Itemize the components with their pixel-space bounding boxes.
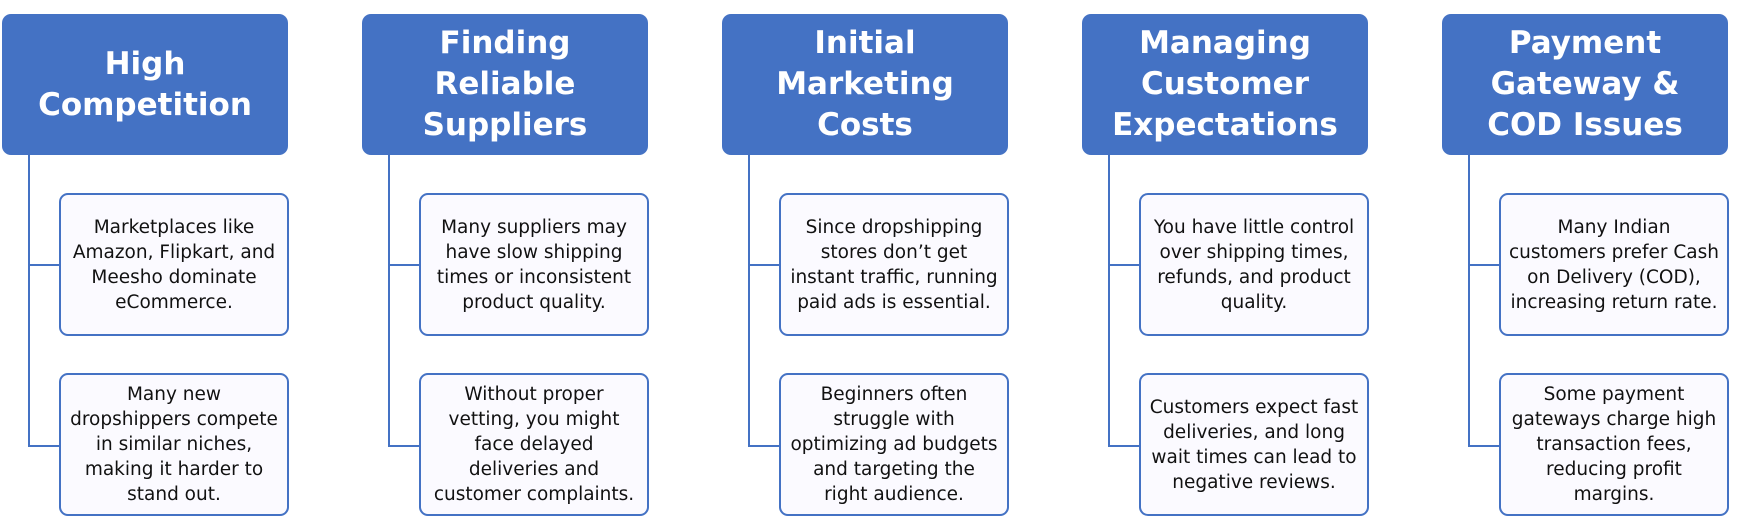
point-card: Beginners often struggle with optimizing… [779, 373, 1009, 516]
header-initial-marketing-costs: Initial Marketing Costs [722, 14, 1008, 155]
connector-branch [1108, 264, 1140, 266]
point-text: Many new dropshippers compete in similar… [70, 384, 278, 505]
connector-branch [1468, 264, 1500, 266]
point-text: Customers expect fast deliveries, and lo… [1149, 396, 1359, 493]
column-managing-customer-expectations: Managing Customer Expectations You have … [1080, 0, 1380, 529]
header-high-competition: High Competition [2, 14, 288, 155]
column-payment-gateway-cod-issues: Payment Gateway & COD Issues Many Indian… [1440, 0, 1738, 529]
point-text: Since dropshipping stores don’t get inst… [790, 216, 998, 313]
point-card: Without proper vetting, you might face d… [419, 373, 649, 516]
connector-branch [28, 445, 60, 447]
connector-line [28, 155, 30, 447]
point-text: Without proper vetting, you might face d… [433, 384, 635, 505]
header-title: Payment Gateway & COD Issues [1487, 25, 1683, 143]
point-card: Since dropshipping stores don’t get inst… [779, 193, 1009, 336]
connector-line [1108, 155, 1110, 447]
point-text: Many suppliers may have slow shipping ti… [436, 216, 632, 313]
point-text: Some payment gateways charge high transa… [1511, 384, 1717, 505]
connector-branch [388, 445, 420, 447]
column-high-competition: High Competition Marketplaces like Amazo… [0, 0, 300, 529]
header-title: Managing Customer Expectations [1112, 25, 1338, 143]
point-text: Beginners often struggle with optimizing… [790, 384, 998, 505]
point-card: Many Indian customers prefer Cash on Del… [1499, 193, 1729, 336]
header-title: Finding Reliable Suppliers [422, 25, 588, 143]
connector-branch [28, 264, 60, 266]
connector-branch [1108, 445, 1140, 447]
point-text: Marketplaces like Amazon, Flipkart, and … [72, 216, 276, 313]
header-managing-customer-expectations: Managing Customer Expectations [1082, 14, 1368, 155]
point-card: Some payment gateways charge high transa… [1499, 373, 1729, 516]
connector-branch [748, 264, 780, 266]
connector-line [388, 155, 390, 447]
point-card: Many new dropshippers compete in similar… [59, 373, 289, 516]
column-finding-reliable-suppliers: Finding Reliable Suppliers Many supplier… [360, 0, 660, 529]
point-text: You have little control over shipping ti… [1153, 216, 1355, 313]
connector-branch [388, 264, 420, 266]
header-title: High Competition [38, 45, 252, 123]
point-card: Many suppliers may have slow shipping ti… [419, 193, 649, 336]
connector-line [748, 155, 750, 447]
header-title: Initial Marketing Costs [776, 25, 954, 143]
column-initial-marketing-costs: Initial Marketing Costs Since dropshippi… [720, 0, 1020, 529]
connector-branch [1468, 445, 1500, 447]
point-card: Customers expect fast deliveries, and lo… [1139, 373, 1369, 516]
connector-line [1468, 155, 1470, 447]
point-card: You have little control over shipping ti… [1139, 193, 1369, 336]
point-text: Many Indian customers prefer Cash on Del… [1509, 216, 1719, 313]
connector-branch [748, 445, 780, 447]
point-card: Marketplaces like Amazon, Flipkart, and … [59, 193, 289, 336]
header-finding-reliable-suppliers: Finding Reliable Suppliers [362, 14, 648, 155]
header-payment-gateway-cod-issues: Payment Gateway & COD Issues [1442, 14, 1728, 155]
